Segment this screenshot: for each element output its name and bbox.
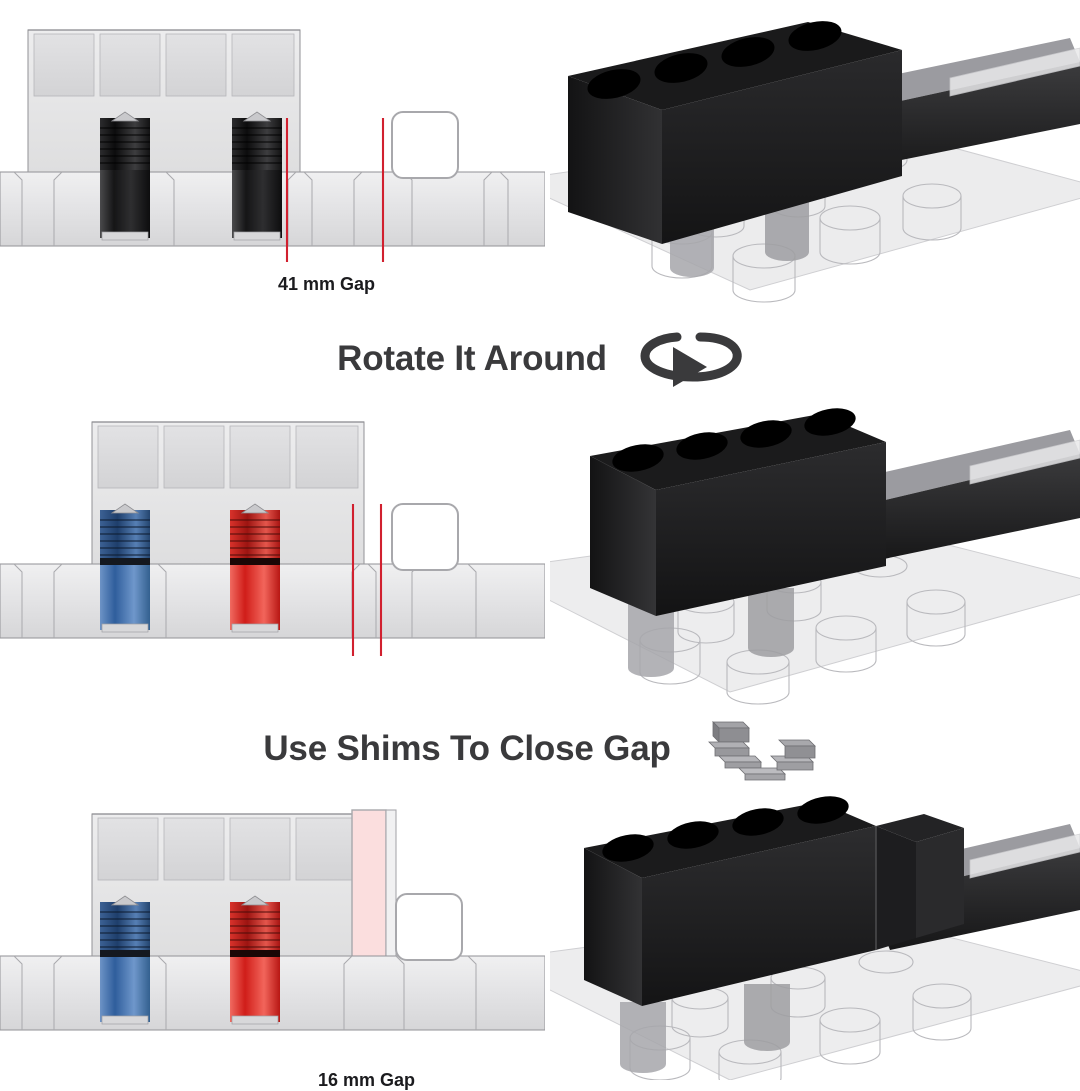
block-holes — [612, 408, 856, 472]
step-1-cross-section — [0, 0, 545, 320]
black-block — [590, 408, 886, 616]
render-pins — [620, 984, 790, 1073]
rail-glass-guard — [949, 47, 1080, 97]
block-holes — [587, 21, 842, 99]
clamp-pin-blue — [100, 503, 150, 633]
clamp-pin-2 — [232, 111, 282, 241]
rotate-arrow-icon — [633, 325, 743, 393]
clamp-pin-red — [230, 503, 280, 633]
banner-rotate: Rotate It Around — [0, 318, 1080, 400]
block-holes — [602, 796, 849, 862]
rail-profile-square — [395, 893, 463, 961]
gap-label-step-1: 41 mm Gap — [278, 274, 376, 294]
banner-shims-text: Use Shims To Close Gap — [263, 729, 671, 768]
shim-plate — [351, 809, 397, 959]
clamp-pin-red — [230, 895, 280, 1025]
shim-stack-icon — [697, 716, 817, 782]
step-2-render — [550, 400, 1080, 710]
step-1-row: 41 mm Gap — [0, 0, 1080, 320]
step-2-cross-section — [0, 400, 545, 710]
banner-rotate-text: Rotate It Around — [337, 339, 607, 378]
step-3-render — [550, 790, 1080, 1080]
shim-block-render — [875, 814, 964, 950]
clamp-pin-1 — [100, 111, 150, 241]
rail-glass-guard — [969, 833, 1080, 879]
rail-profile-square — [391, 503, 459, 571]
black-block — [584, 796, 876, 1006]
step-3-cross-section — [0, 790, 545, 1080]
step-2-row: 16 mm Gap — [0, 400, 1080, 1090]
fixture-block — [27, 29, 301, 175]
rail-glass-guard — [969, 439, 1080, 485]
black-block — [568, 21, 902, 244]
render-pins — [628, 588, 794, 677]
step-3-row — [0, 790, 1080, 1080]
banner-shims: Use Shims To Close Gap — [0, 706, 1080, 792]
clamp-pin-blue — [100, 895, 150, 1025]
step-1-render — [550, 0, 1080, 320]
rail-profile-square — [391, 111, 459, 179]
